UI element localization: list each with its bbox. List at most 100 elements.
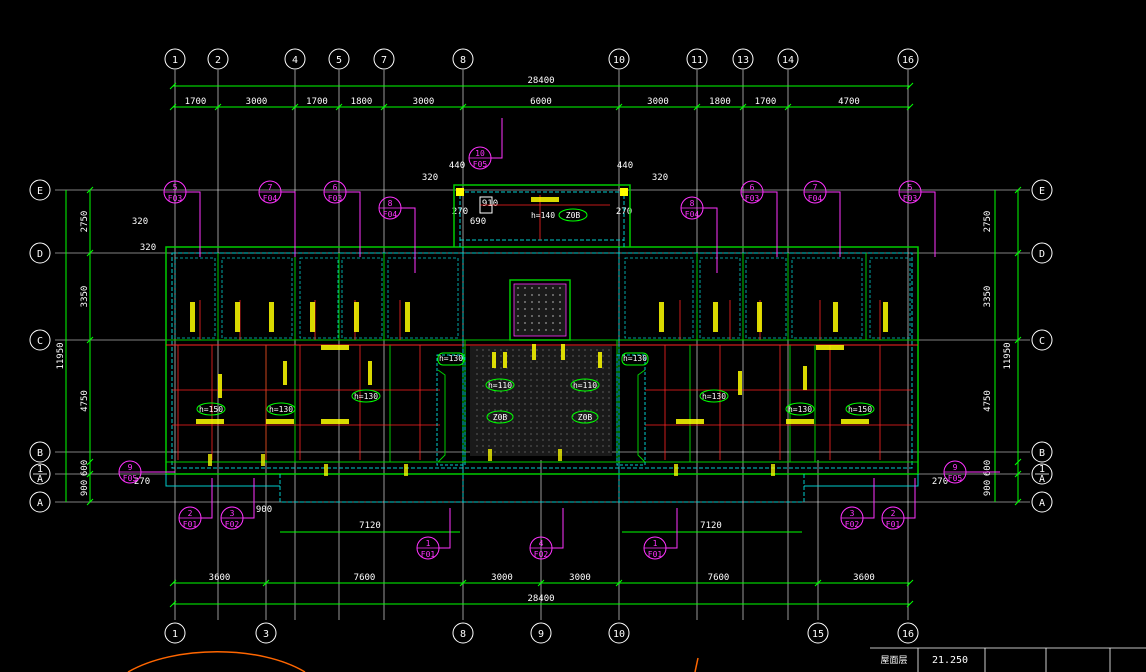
svg-text:7: 7 [381, 55, 387, 66]
dim-right-overall: 11950 [1003, 342, 1013, 369]
slab-h130-e: h=130 [351, 389, 381, 403]
svg-text:5: 5 [173, 183, 178, 192]
svg-text:3: 3 [230, 509, 235, 518]
dim-bottom-segment: 3000 [491, 573, 513, 583]
dim-right-segment: 900 [983, 480, 993, 496]
svg-text:F01: F01 [183, 520, 198, 529]
floor-plan-layer [165, 184, 919, 503]
svg-text:h=130: h=130 [623, 354, 647, 363]
svg-text:8: 8 [690, 199, 695, 208]
slab-label-layer: h=140 Z0B h=130 h=130 h=130 h=130 h=130 … [196, 208, 875, 424]
svg-text:13: 13 [737, 55, 749, 66]
svg-text:C: C [1039, 336, 1045, 347]
rebar-label-layer [190, 197, 888, 476]
dim-small: 440 [617, 161, 633, 171]
svg-text:h=130: h=130 [354, 392, 378, 401]
dim-top-segment: 3000 [246, 97, 268, 107]
svg-text:4: 4 [292, 55, 298, 66]
axis-bubble-top-16: 16 [897, 48, 919, 70]
dim-small: 270 [932, 477, 948, 487]
axis-bubble-bottom-8: 8 [452, 622, 474, 644]
svg-text:h=110: h=110 [488, 381, 512, 390]
svg-text:9: 9 [128, 463, 133, 472]
bottom-balcony-outline [279, 474, 805, 503]
dim-small: 270 [616, 207, 632, 217]
annotation-mark [694, 657, 699, 672]
svg-text:5: 5 [336, 55, 342, 66]
dim-top-segment: 1800 [351, 97, 373, 107]
svg-text:B: B [37, 448, 43, 459]
svg-text:A: A [37, 498, 43, 509]
svg-text:1: 1 [37, 464, 43, 475]
level-table: 屋面层 21.250 [870, 647, 1146, 672]
svg-text:F04: F04 [383, 210, 398, 219]
dim-top-segment: 1800 [709, 97, 731, 107]
svg-text:C: C [37, 336, 43, 347]
svg-text:Z0B: Z0B [578, 413, 593, 422]
dim-top-segment: 3000 [647, 97, 669, 107]
axis-bubble-bottom-10: 10 [608, 622, 630, 644]
svg-text:6: 6 [333, 183, 338, 192]
slab-h130-d: h=130 [785, 402, 815, 416]
dim-inner-bottom-left: 7120 [359, 521, 381, 531]
axis-bubble-right-E: E [1031, 179, 1053, 201]
svg-text:h=150: h=150 [199, 405, 223, 414]
svg-text:h=110: h=110 [573, 381, 597, 390]
column-top-right [620, 188, 628, 196]
axis-bubble-top-8: 8 [452, 48, 474, 70]
dim-top-segment: 3000 [413, 97, 435, 107]
svg-text:D: D [1039, 249, 1045, 260]
svg-text:F04: F04 [808, 194, 823, 203]
axis-bubble-bottom-3: 3 [255, 622, 277, 644]
slab-tag-right: Z0B [571, 410, 599, 424]
dim-inner-bottom-right: 7120 [700, 521, 722, 531]
slab-h150-right: h=150 [845, 402, 875, 416]
dim-small: 270 [134, 477, 150, 487]
dim-left-segment: 3350 [80, 286, 90, 308]
axis-bubble-bottom-15: 15 [807, 622, 829, 644]
axis-bubble-top-7: 7 [373, 48, 395, 70]
axis-bubble-left-B: B [29, 441, 51, 463]
svg-text:A: A [1039, 474, 1045, 485]
building-outline [165, 246, 919, 475]
svg-text:2: 2 [215, 55, 221, 66]
dim-left-segment: 600 [80, 460, 90, 476]
svg-text:h=130: h=130 [702, 392, 726, 401]
dim-top-segment: 6000 [530, 97, 552, 107]
slab-edge-line [171, 252, 913, 469]
axis-bubble-right-A: A [1031, 491, 1053, 513]
axis-bubble-top-2: 2 [207, 48, 229, 70]
slab-h130-a: h=130 [437, 352, 465, 366]
level-table-label: 屋面层 [880, 655, 907, 666]
svg-text:F02: F02 [534, 550, 549, 559]
svg-text:A: A [1039, 498, 1045, 509]
axis-bubble-left-A: A [29, 491, 51, 513]
dim-bottom-total: 28400 [527, 594, 554, 604]
annotation-curve [127, 651, 306, 672]
axis-bubble-top-1: 1 [164, 48, 186, 70]
slab-top-center: h=140 Z0B [531, 208, 588, 222]
axis-bubble-top-11: 11 [686, 48, 708, 70]
svg-text:1: 1 [1039, 464, 1045, 475]
svg-text:F05: F05 [473, 160, 488, 169]
svg-text:F01: F01 [648, 550, 663, 559]
dim-small: 440 [449, 161, 465, 171]
svg-text:A: A [37, 474, 43, 485]
svg-text:1: 1 [653, 539, 658, 548]
axis-bubble-left-D: D [29, 242, 51, 264]
svg-text:E: E [37, 186, 43, 197]
svg-text:8: 8 [460, 629, 466, 640]
axis-bubble-right-B: B [1031, 441, 1053, 463]
axis-bubble-top-10: 10 [608, 48, 630, 70]
svg-text:h=130: h=130 [269, 405, 293, 414]
